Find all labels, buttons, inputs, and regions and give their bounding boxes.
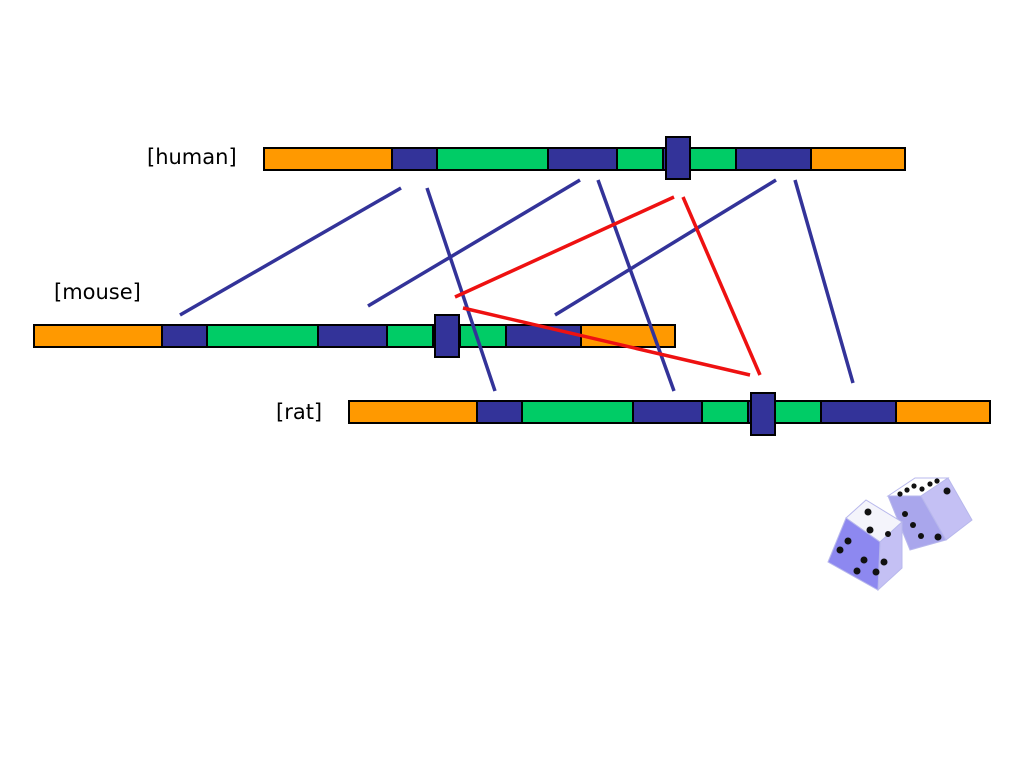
segment: [896, 402, 989, 422]
marker-human: [665, 136, 691, 180]
segment: [691, 149, 738, 169]
label-mouse: [mouse]: [54, 280, 141, 304]
homology-line: [425, 187, 497, 392]
chromosome-human: [263, 147, 906, 171]
segment: [207, 326, 320, 346]
segment: [387, 326, 434, 346]
homology-line: [596, 179, 676, 392]
segment: [265, 149, 394, 169]
chromosome-mouse: [33, 324, 676, 348]
label-rat: [rat]: [276, 400, 323, 424]
segment: [437, 149, 550, 169]
segment: [617, 149, 664, 169]
segment: [581, 326, 674, 346]
chromosome-rat: [348, 400, 991, 424]
marker-rat: [750, 392, 776, 436]
homology-line: [179, 186, 402, 317]
segment: [549, 149, 618, 169]
homology-line: [367, 178, 581, 308]
label-human: [human]: [147, 145, 237, 169]
segment: [634, 402, 703, 422]
segment: [163, 326, 208, 346]
segment: [737, 149, 812, 169]
marker-mouse: [434, 314, 460, 358]
segment: [522, 402, 635, 422]
segment: [702, 402, 749, 422]
segment: [822, 402, 897, 422]
dice-icon: [827, 477, 973, 592]
homology-line: [554, 178, 777, 317]
segment: [478, 402, 523, 422]
segment: [350, 402, 479, 422]
segment: [393, 149, 438, 169]
segment: [776, 402, 823, 422]
segment: [811, 149, 904, 169]
homology-line: [793, 179, 855, 384]
segment: [507, 326, 582, 346]
rearrangement-line: [681, 196, 762, 376]
segment: [319, 326, 388, 346]
segment: [35, 326, 164, 346]
rearrangement-line: [454, 195, 675, 299]
segment: [461, 326, 508, 346]
